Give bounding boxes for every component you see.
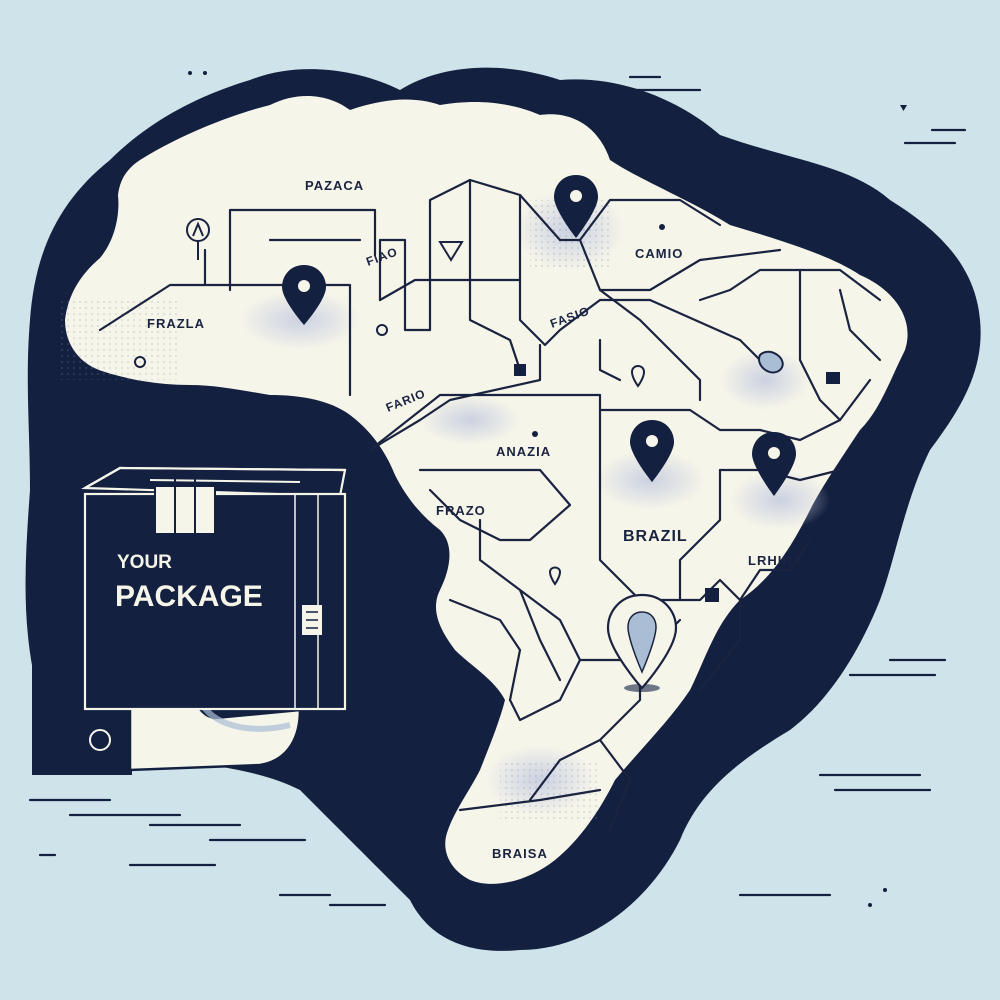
map-label-lrhiha: LRHIHA	[748, 553, 803, 568]
sparkle-dots	[188, 71, 907, 907]
map-pin-icon	[752, 432, 796, 496]
package-label-line1: YOUR	[117, 552, 172, 573]
map-label-braisa: BRAISA	[492, 846, 548, 861]
town-marker-icon	[514, 224, 840, 602]
map-label-brazil: BRAZIL	[623, 528, 688, 545]
map-pin-icon	[282, 265, 326, 325]
map-label-pazaca: PAZACA	[305, 178, 364, 193]
map-label-camio: CAMIO	[635, 246, 683, 261]
map-pin-icon-large	[606, 593, 678, 692]
map-label-frazo: FRAZO	[436, 503, 486, 518]
landmark-icon	[134, 218, 784, 586]
map-pin-icon	[630, 420, 674, 482]
road-network	[98, 178, 882, 832]
map-pin-icon	[554, 175, 598, 238]
map-label-frazla: FRAZLA	[147, 316, 205, 331]
map-label-anazia: ANAZIA	[496, 444, 551, 459]
motion-lines	[28, 75, 967, 907]
package-label-line2: PACKAGE	[115, 580, 263, 613]
terrain-shading	[60, 190, 830, 820]
package-box-icon: YOUR PACKAGE	[81, 466, 347, 711]
